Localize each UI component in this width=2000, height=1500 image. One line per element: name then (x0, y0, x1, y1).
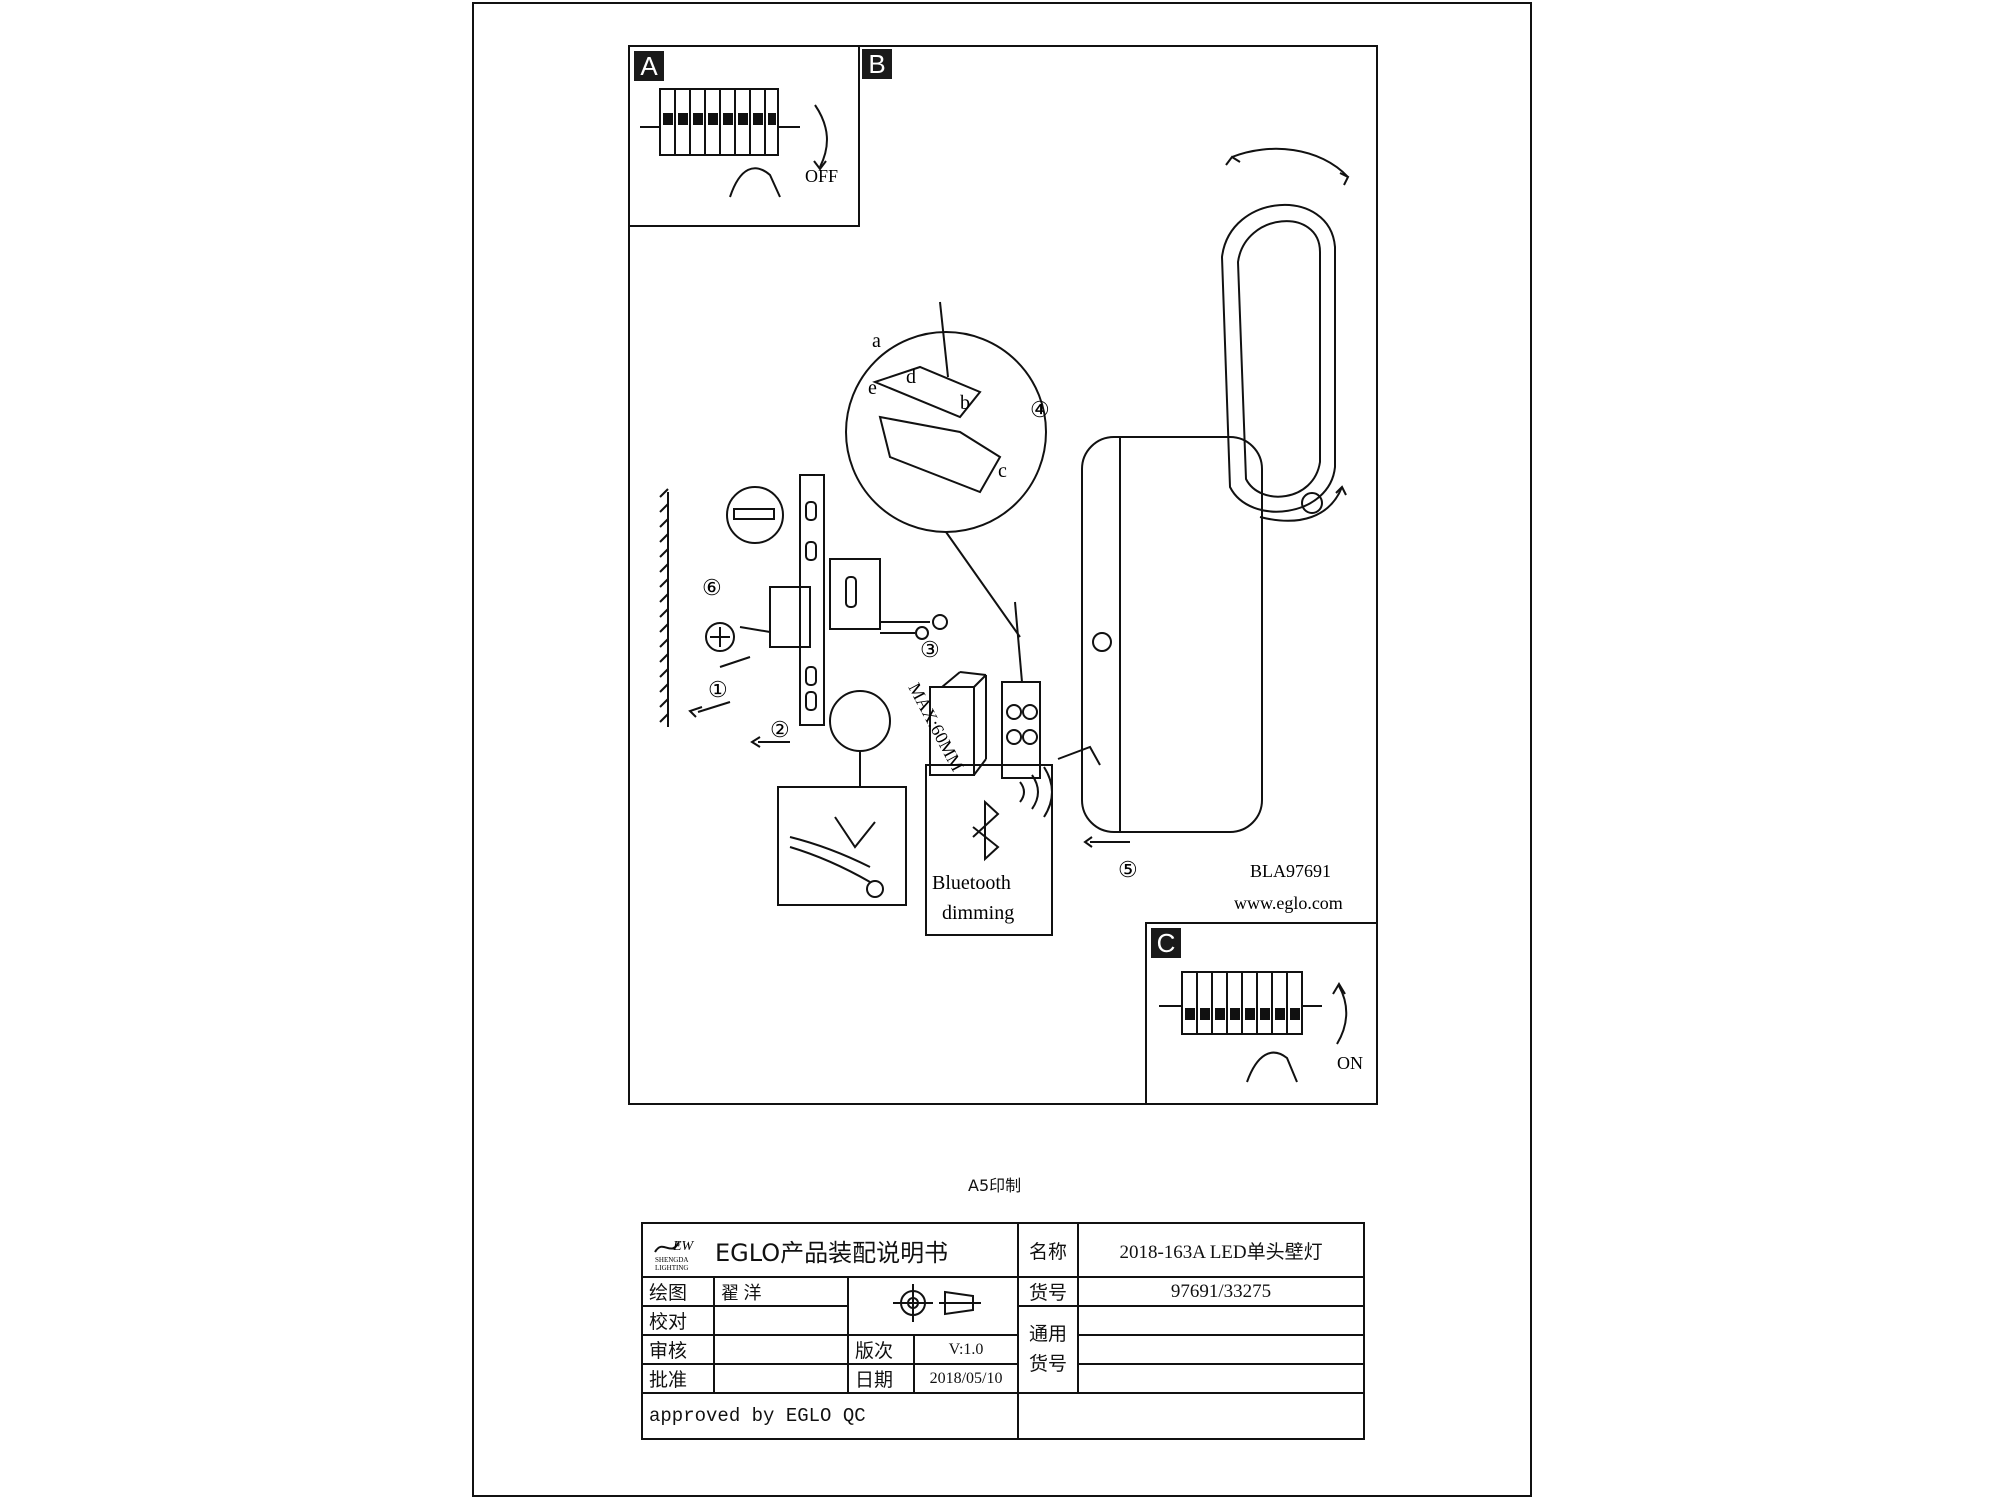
product-name: 2018-163A LED单头壁灯 (1077, 1222, 1366, 1278)
breaker-switch-illustration: ON (1159, 971, 1363, 1083)
general-item-label: 通用货号 (1017, 1305, 1080, 1394)
title-cell: EW SHENGDA LIGHTING EGLO产品装配说明书 (640, 1222, 1020, 1278)
document-title: EGLO产品装配说明书 (715, 1238, 949, 1267)
inset-a-breaker-off: A OFF (628, 45, 860, 227)
title-block: EW SHENGDA LIGHTING EGLO产品装配说明书 名称 2018-… (640, 1222, 1366, 1440)
dimming-label: dimming (942, 902, 1014, 924)
name-label: 名称 (1017, 1222, 1080, 1278)
wire-strip-inset (777, 786, 907, 906)
step-2-label: ② (770, 717, 790, 742)
approve-label: 批准 (641, 1363, 715, 1394)
approved-by: approved by EGLO QC (640, 1392, 1020, 1440)
bracket-plate (769, 586, 811, 648)
general-item-value-1 (1077, 1305, 1366, 1336)
company-logo: EW SHENGDA LIGHTING (654, 1239, 695, 1272)
rotation-arrow (1259, 486, 1343, 522)
check-label: 校对 (641, 1305, 715, 1336)
svg-text:SHENGDA: SHENGDA (655, 1256, 688, 1264)
svg-text:LIGHTING: LIGHTING (655, 1264, 688, 1272)
screw-icon (915, 626, 929, 640)
bluetooth-icon (972, 799, 1000, 862)
drawn-label: 绘图 (641, 1276, 715, 1307)
projection-symbol-icon (893, 1284, 982, 1322)
step-6-label: ⑥ (702, 575, 722, 600)
inset-a-tag: A (634, 51, 664, 81)
check-value (713, 1305, 849, 1336)
step-3-label: ③ (920, 637, 940, 662)
svg-text:EW: EW (672, 1239, 695, 1254)
version-label: 版次 (847, 1334, 915, 1365)
item-number: 97691/33275 (1077, 1276, 1366, 1307)
off-label: OFF (805, 166, 838, 186)
bluetooth-box (925, 764, 1053, 936)
version-value: V:1.0 (912, 1334, 1020, 1365)
terminal-cover (929, 686, 975, 776)
assembly-drawing: ① ② ③ ④ ⑤ ⑥ a b c d e MAX:60MM Bluetooth… (628, 45, 1378, 1105)
screw-icon (932, 614, 948, 630)
wall-plug-icon (705, 622, 735, 652)
general-item-value-3 (1077, 1363, 1366, 1394)
part-a-label: a (872, 330, 881, 352)
inset-c-breaker-on: C ON (1145, 922, 1378, 1105)
inset-c-tag: C (1151, 928, 1181, 958)
breaker-switch-illustration: OFF (640, 88, 838, 198)
lamp-body (1081, 436, 1263, 833)
date-value: 2018/05/10 (912, 1363, 1020, 1394)
part-c-label: c (998, 460, 1007, 482)
approval-signature-cell (1017, 1392, 1366, 1440)
print-format-note: A5印制 (968, 1176, 1022, 1195)
step-5-label: ⑤ (1118, 857, 1138, 882)
part-d-label: d (906, 366, 916, 388)
website: www.eglo.com (1234, 893, 1343, 913)
rotation-arrow (1231, 147, 1349, 178)
review-label: 审核 (641, 1334, 715, 1365)
terminal-block (1001, 681, 1041, 779)
cable-detail-circle (829, 690, 891, 752)
inset-b-tag: B (862, 49, 892, 79)
body-screw (1092, 632, 1112, 652)
lamp-head (1220, 204, 1336, 513)
ground-icon (866, 880, 884, 898)
bracket-arm (829, 558, 881, 630)
date-label: 日期 (847, 1363, 915, 1394)
step-4-label: ④ (1030, 397, 1050, 422)
review-value (713, 1334, 849, 1365)
approve-value (713, 1363, 849, 1394)
drawn-by: 翟 洋 (713, 1276, 849, 1307)
model-number: BLA97691 (1250, 861, 1331, 881)
part-b-label: b (960, 392, 970, 414)
mounting-bracket (799, 474, 825, 726)
item-label: 货号 (1017, 1276, 1080, 1307)
projection-symbol-cell (846, 1276, 1020, 1336)
instruction-sheet (472, 2, 1532, 1497)
general-item-value-2 (1077, 1334, 1366, 1365)
drill-bit-bubble (726, 486, 784, 544)
bluetooth-label: Bluetooth (932, 872, 1011, 894)
on-label: ON (1337, 1053, 1363, 1073)
max-length-label: MAX:60MM (904, 679, 967, 774)
assembly-illustration: ① ② ③ ④ ⑤ ⑥ a b c d e MAX:60MM Bluetooth… (659, 147, 1350, 936)
step-1-label: ① (708, 677, 728, 702)
part-e-label: e (868, 377, 877, 399)
wall-hatching (659, 488, 669, 723)
